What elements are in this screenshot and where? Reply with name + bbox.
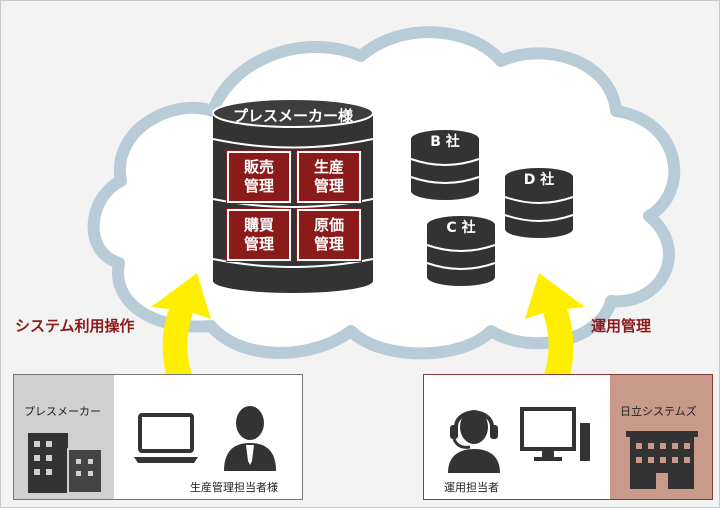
- customer-box: プレスメーカー 生産管理担当者様: [13, 374, 303, 500]
- left-arrow: [151, 273, 211, 401]
- module-costing: 原価 管理: [297, 209, 361, 261]
- operator-headset-icon: [448, 410, 500, 473]
- customer-company-panel: プレスメーカー: [14, 375, 114, 499]
- module-sales-label: 販売 管理: [243, 158, 274, 195]
- database-title: プレスメーカー様: [232, 107, 353, 125]
- left-operation-label: システム利用操作: [15, 317, 135, 335]
- provider-company-panel: 日立システムズ: [610, 375, 712, 499]
- module-purchasing-label: 購買 管理: [243, 216, 274, 253]
- cylinder-d: [504, 168, 574, 238]
- office-building-icon: [626, 431, 698, 489]
- provider-company-name: 日立システムズ: [620, 405, 697, 418]
- provider-user-name: 運用担当者: [444, 481, 499, 494]
- module-production-label: 生産 管理: [313, 158, 344, 195]
- desktop-computer-icon: [520, 407, 590, 461]
- customer-company-name: プレスメーカー: [24, 405, 101, 418]
- module-sales: 販売 管理: [227, 151, 291, 203]
- person-icon: [224, 406, 276, 471]
- right-operation-label: 運用管理: [591, 317, 652, 335]
- right-arrow: [525, 273, 585, 401]
- module-production: 生産 管理: [297, 151, 361, 203]
- laptop-icon: [134, 413, 198, 463]
- building-icon: [28, 433, 103, 493]
- module-costing-label: 原価 管理: [313, 216, 344, 253]
- customer-user-name: 生産管理担当者様: [190, 481, 278, 494]
- company-b-label: B 社: [430, 134, 460, 150]
- cylinder-b: [410, 130, 480, 200]
- cylinder-c: [426, 216, 496, 286]
- provider-box: 運用担当者 日立システムズ: [423, 374, 713, 500]
- company-c-label: C 社: [446, 220, 476, 236]
- module-purchasing: 購買 管理: [227, 209, 291, 261]
- company-d-label: D 社: [523, 172, 555, 188]
